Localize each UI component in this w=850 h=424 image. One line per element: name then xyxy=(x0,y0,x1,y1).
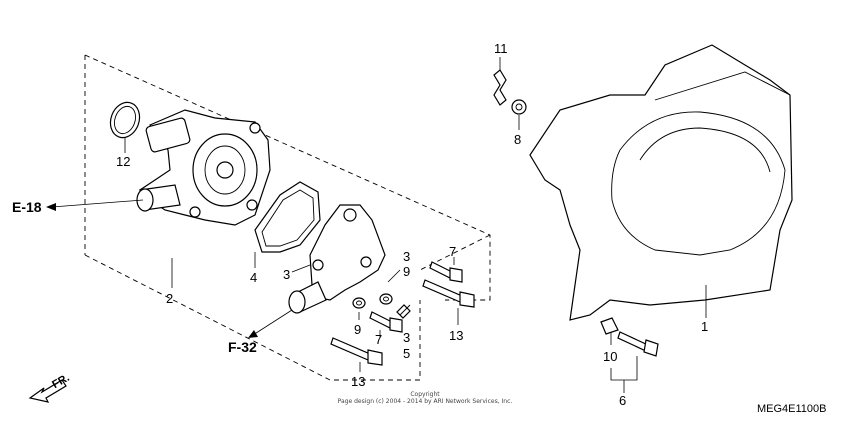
label-p8: 8 xyxy=(514,132,521,147)
diagram-code: MEG4E1100B xyxy=(757,403,827,415)
leader-lines xyxy=(124,57,707,393)
label-p3b: 3 xyxy=(403,249,410,264)
ref-label-e18[interactable]: E-18 xyxy=(12,199,42,215)
washer-8[interactable] xyxy=(511,99,527,115)
label-p5: 5 xyxy=(403,346,410,361)
label-p13a: 13 xyxy=(449,328,463,343)
front-label: FR. xyxy=(50,372,71,391)
bolt-3[interactable] xyxy=(396,304,411,319)
copyright-line1: Copyright xyxy=(410,391,440,398)
label-p11: 11 xyxy=(494,41,508,56)
water-pump-body[interactable] xyxy=(136,109,271,226)
label-p6: 6 xyxy=(619,393,626,408)
copyright-line2: Page design (c) 2004 - 2014 by ARI Netwo… xyxy=(338,398,513,405)
label-p3c: 3 xyxy=(403,330,410,345)
gasket-4[interactable] xyxy=(254,181,321,253)
ref-label-f32[interactable]: F-32 xyxy=(228,339,257,355)
label-p13b: 13 xyxy=(351,374,365,389)
label-p9b: 9 xyxy=(354,322,361,337)
ref-arrow-f32 xyxy=(248,309,293,338)
bolt-13a[interactable] xyxy=(422,279,475,308)
o-ring-12[interactable] xyxy=(106,98,145,141)
ref-arrow-e18 xyxy=(46,199,144,211)
label-p9a: 9 xyxy=(403,264,410,279)
bolt-13b[interactable] xyxy=(330,337,383,366)
label-p12: 12 xyxy=(116,154,130,169)
label-p10: 10 xyxy=(603,349,617,364)
clip-11[interactable] xyxy=(493,69,507,106)
bolt-10b[interactable] xyxy=(617,331,659,357)
label-p7a: 7 xyxy=(449,244,456,259)
label-p7b: 7 xyxy=(375,332,382,347)
label-p3a: 3 xyxy=(283,267,290,282)
bolt-7a[interactable] xyxy=(429,261,463,283)
label-p1: 1 xyxy=(701,319,708,334)
front-arrow-icon xyxy=(28,379,67,403)
washer-9a[interactable] xyxy=(379,293,393,305)
pump-cover[interactable] xyxy=(288,204,386,314)
bolt-7b[interactable] xyxy=(369,311,403,333)
label-p2: 2 xyxy=(166,291,173,306)
cover-1[interactable] xyxy=(529,44,793,321)
washer-9b[interactable] xyxy=(352,297,366,309)
bolt-10a[interactable] xyxy=(600,317,619,335)
label-p4: 4 xyxy=(250,270,257,285)
